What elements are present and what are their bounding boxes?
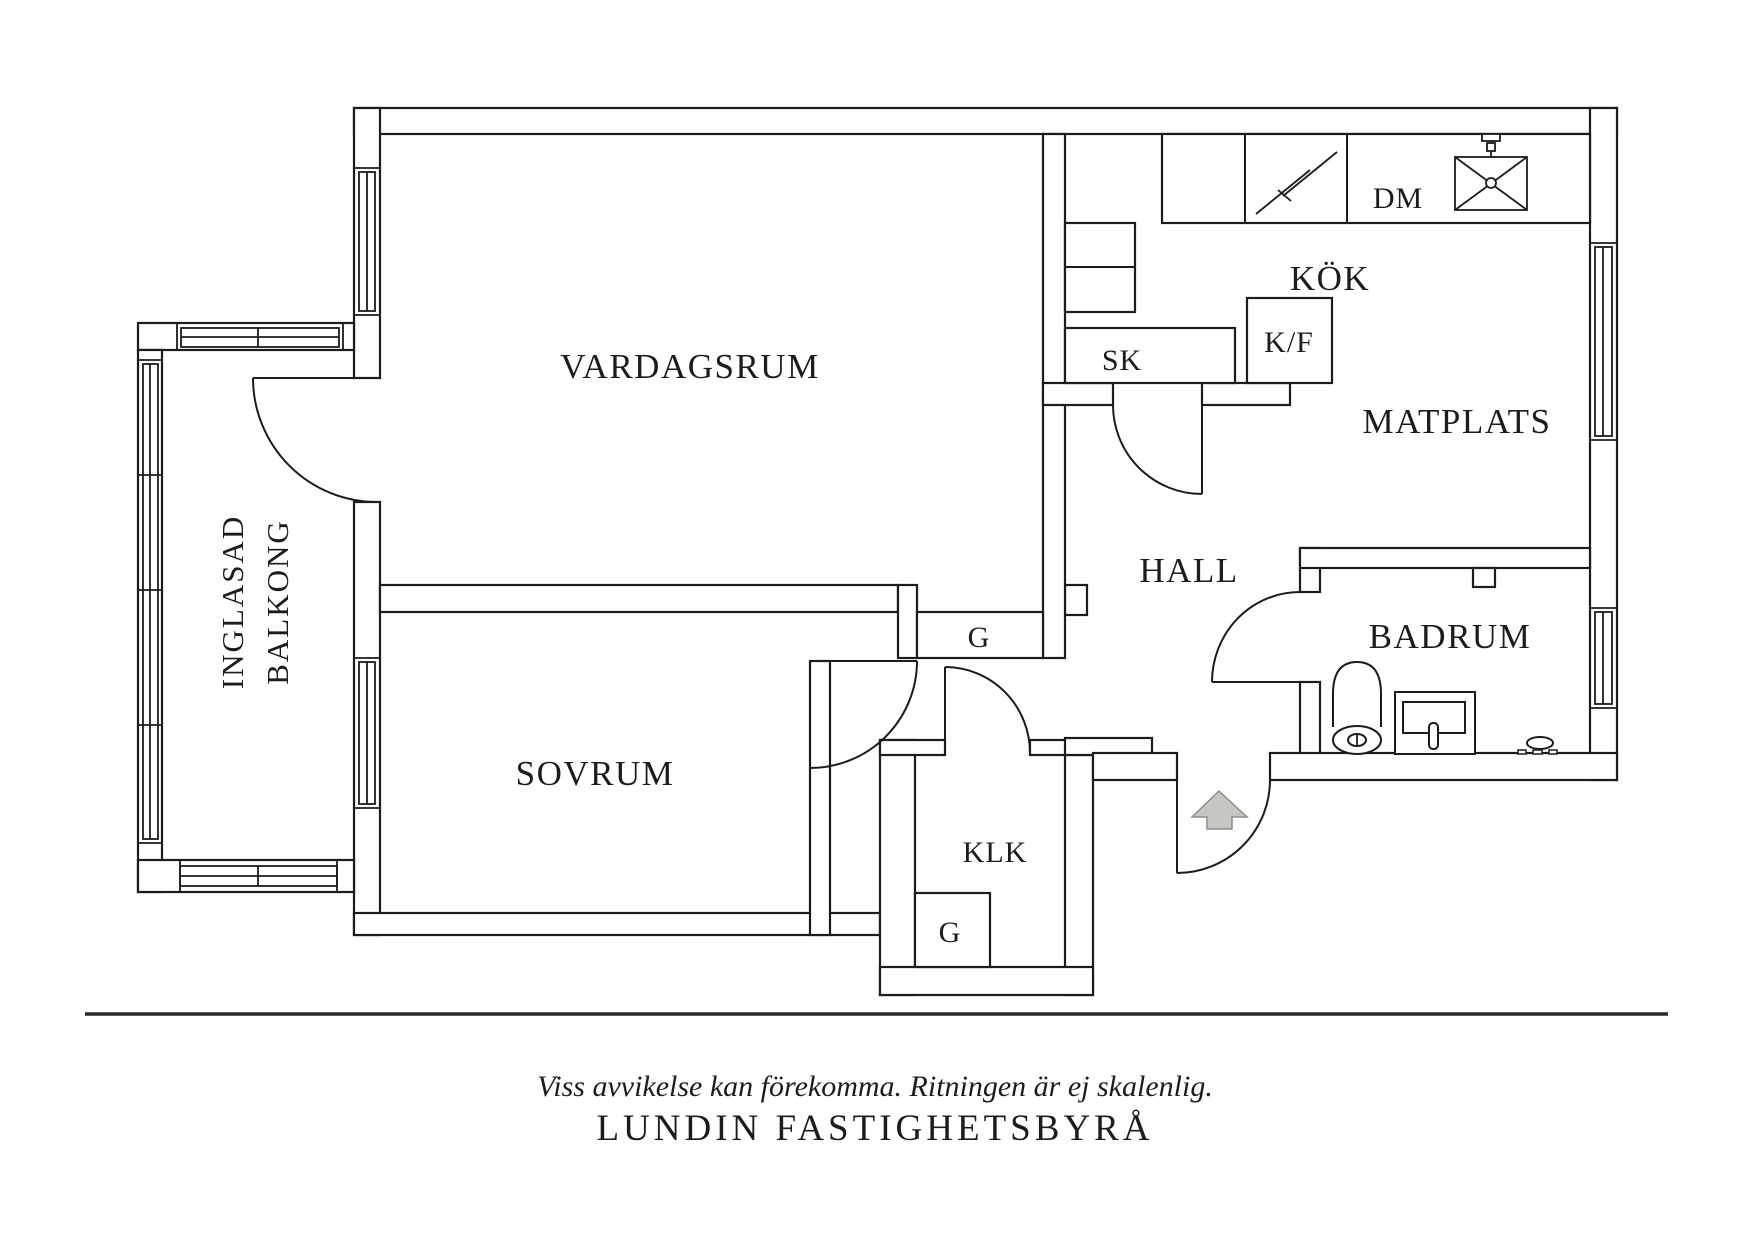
label-dining: MATPLATS (1363, 402, 1552, 441)
fixtures (1190, 133, 1558, 830)
footer-disclaimer: Viss avvikelse kan förekomma. Ritningen … (537, 1070, 1213, 1103)
kitchen-sink-icon (1454, 133, 1528, 211)
wall-bedroom-south (352, 911, 882, 937)
label-dishwasher: DM (1373, 182, 1423, 215)
window-balcony-west (138, 359, 162, 844)
label-fridge-freezer: K/F (1264, 326, 1314, 359)
wall-bathroom-west-lower (1298, 680, 1322, 757)
door-balcony (252, 377, 378, 503)
footer: Viss avvikelse kan förekomma. Ritningen … (85, 1012, 1668, 1149)
cabinet-sk-box (1063, 326, 1237, 385)
wardrobe-upper-box (915, 610, 1045, 660)
stove-icon (1255, 151, 1338, 215)
wardrobe-lower-box (913, 891, 992, 969)
wall-south-right (1268, 751, 1619, 782)
wall-klk-south (878, 965, 1095, 997)
wall-living-bedroom-divider (378, 583, 900, 614)
window-balcony-north (176, 323, 344, 350)
label-living-room: VARDAGSRUM (560, 347, 819, 386)
label-bedroom: SOVRUM (516, 754, 675, 793)
wall-bathroom-vent-notch (1471, 566, 1497, 589)
window-living-west (354, 167, 380, 316)
storage-and-counters (913, 132, 1592, 969)
door-bathroom (1211, 591, 1301, 683)
door-klk (944, 666, 1031, 754)
doors (252, 377, 1301, 874)
wall-north (352, 106, 1619, 136)
wall-hall-nub (1063, 583, 1089, 617)
label-kitchen: KÖK (1290, 259, 1370, 298)
label-wardrobe-upper: G (968, 621, 991, 654)
label-hall: HALL (1139, 551, 1238, 590)
entry-arrow-icon (1190, 789, 1249, 830)
wall-klk-east (1063, 753, 1095, 997)
label-cabinet: SK (1102, 344, 1142, 377)
wall-kitchen-hall-left (1041, 381, 1115, 407)
kitchen-counter-top (1160, 132, 1592, 225)
window-dining-east (1590, 242, 1617, 441)
bathroom-sink-icon (1394, 691, 1476, 755)
wall-kitchen-hall-right (1200, 381, 1292, 407)
door-bedroom (809, 660, 918, 769)
wall-divider-stub (896, 583, 919, 660)
wall-hall-south-left (1091, 751, 1179, 782)
room-labels: VARDAGSRUM KÖK MATPLATS HALL BADRUM SOVR… (215, 182, 1552, 949)
label-balcony-line2: BALKONG (260, 519, 295, 685)
window-bedroom-west (354, 657, 380, 809)
label-wardrobe-lower: G (939, 916, 962, 949)
door-entry (1176, 779, 1271, 874)
door-kitchen (1112, 404, 1203, 495)
wall-bathroom-north (1298, 546, 1592, 570)
footer-agency: LUNDIN FASTIGHETSBYRÅ (596, 1108, 1153, 1149)
window-bathroom-east (1590, 607, 1617, 709)
fridge-freezer-box (1245, 296, 1334, 385)
wall-klk-west (878, 738, 917, 997)
floor-drain-icon (1517, 736, 1558, 755)
label-bathroom: BADRUM (1369, 617, 1532, 656)
toilet-icon (1332, 660, 1382, 755)
windows (138, 167, 1617, 892)
wall-bedroom-east (808, 659, 832, 937)
wall-klk-north-left (878, 738, 947, 757)
label-klk: KLK (963, 836, 1028, 869)
label-balcony-line1: INGLASAD (215, 515, 250, 689)
window-balcony-south (179, 860, 338, 892)
